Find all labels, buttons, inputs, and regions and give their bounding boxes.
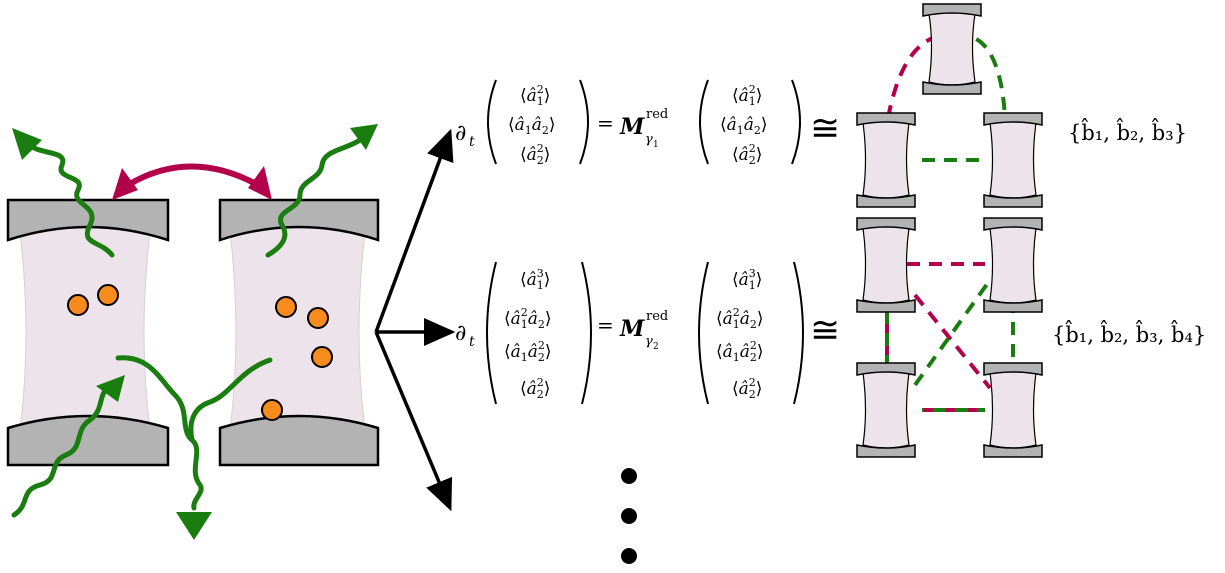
partial-subscript: t: [469, 134, 475, 150]
paren-right: [793, 261, 804, 405]
right-cavity-body: [229, 221, 366, 440]
atom: [261, 399, 283, 421]
mini-cavity: [922, 3, 982, 95]
svg-text:⟨â31⟩: ⟨â31⟩: [520, 267, 550, 292]
mini-cavity: [856, 362, 916, 458]
matrix-subscript-letter: γ: [645, 132, 653, 147]
isomorphism-sign: ≅: [810, 108, 840, 149]
atom: [97, 284, 119, 306]
mini-cavity: [983, 217, 1043, 313]
mini-cavity: [983, 362, 1043, 458]
svg-text:⟨â1â2⟩: ⟨â1â2⟩: [508, 115, 556, 137]
right-top-mirror: [218, 198, 380, 242]
photon-cross-right: [188, 357, 273, 443]
mini-cavity: [856, 112, 916, 208]
mode-network-3: [856, 3, 1043, 208]
svg-text:⟨â22⟩: ⟨â22⟩: [732, 142, 762, 167]
matrix-letter: M: [619, 114, 645, 140]
photon-paths: [11, 137, 363, 518]
equals-sign: =: [597, 111, 614, 135]
matrix-subscript-index: 2: [653, 342, 659, 352]
svg-text:⟨â21⟩: ⟨â21⟩: [732, 83, 762, 108]
paren-left: [486, 261, 497, 405]
photon-arrowheads: [12, 124, 378, 540]
atom: [307, 307, 329, 329]
paren-left: [698, 261, 709, 405]
atom: [311, 346, 333, 368]
left-top-mirror: [6, 198, 170, 242]
matrix-superscript: red: [646, 309, 668, 324]
svg-text:⟨â22⟩: ⟨â22⟩: [732, 376, 762, 401]
equals-sign: =: [597, 313, 614, 337]
mini-cavity: [983, 112, 1043, 208]
matrix-superscript: red: [646, 107, 668, 122]
svg-text:⟨â22⟩: ⟨â22⟩: [520, 376, 550, 401]
matrix-subscript-letter: γ: [645, 334, 653, 349]
paren-right: [579, 79, 589, 165]
svg-text:⟨â1â2⟩: ⟨â1â2⟩: [720, 115, 768, 137]
photon-in-left: [11, 385, 111, 518]
paren-left: [487, 79, 497, 165]
mode-network-4: [856, 217, 1043, 458]
ellipsis-dots: [621, 468, 637, 564]
svg-text:⟨â22⟩: ⟨â22⟩: [520, 142, 550, 167]
paren-right: [791, 79, 801, 165]
partial-symbol: ∂: [455, 321, 466, 346]
partial-symbol: ∂: [455, 121, 466, 146]
right-bottom-mirror: [218, 414, 380, 467]
svg-text:⟨â21⟩: ⟨â21⟩: [520, 83, 550, 108]
paren-right: [581, 261, 592, 405]
basis-set-3: {b̂₁, b̂₂, b̂₃}: [1068, 118, 1187, 145]
svg-text:⟨â31⟩: ⟨â31⟩: [732, 267, 762, 292]
matrix-letter: M: [619, 316, 645, 342]
branch-arrows: [374, 128, 456, 512]
atom: [275, 296, 297, 318]
mini-cavity: [856, 217, 916, 313]
isomorphism-sign: ≅: [810, 310, 840, 351]
paren-left: [699, 79, 709, 165]
left-cavity-body: [19, 221, 151, 440]
photon-out-left: [27, 142, 115, 258]
coupling-arrow: [112, 163, 272, 200]
right-cavity: [218, 198, 380, 467]
left-cavity: [6, 198, 170, 467]
photon-out-right: [265, 137, 363, 258]
atom: [67, 294, 89, 316]
matrix-subscript-index: 1: [653, 140, 659, 150]
partial-subscript: t: [469, 334, 475, 350]
basis-set-4: {b̂₁, b̂₂, b̂₃, b̂₄}: [1052, 320, 1206, 347]
